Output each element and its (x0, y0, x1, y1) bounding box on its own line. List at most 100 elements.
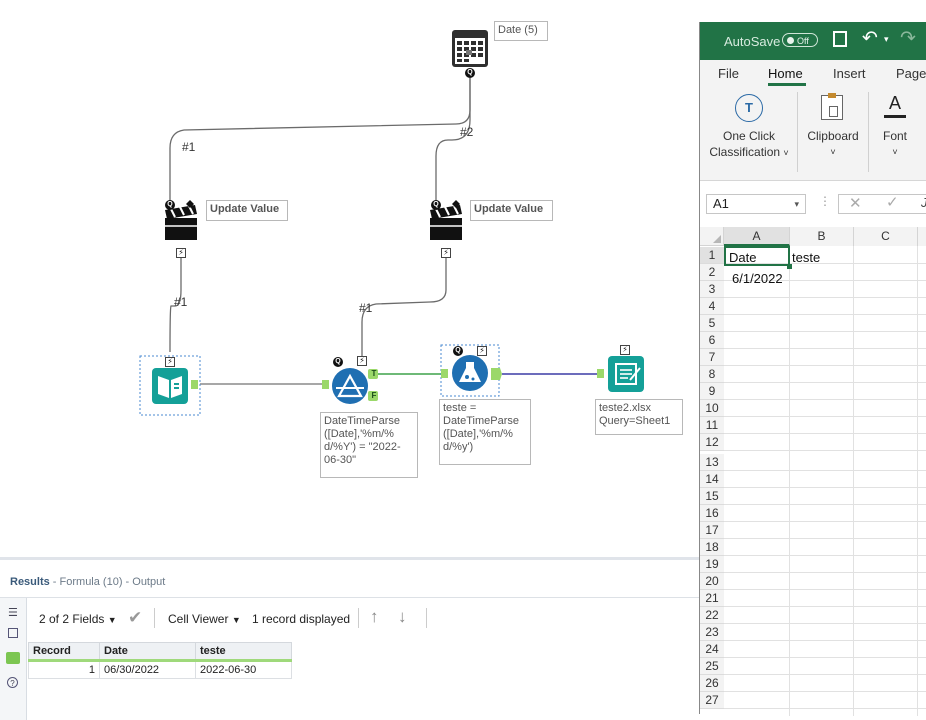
redo-icon[interactable]: ↷ (900, 28, 916, 49)
chevron-down-icon: ˅ (892, 147, 898, 157)
row-header[interactable]: 11 (700, 417, 724, 434)
select-all-corner[interactable] (700, 227, 724, 246)
column-header-record[interactable]: Record (28, 642, 100, 662)
row-header[interactable]: 10 (700, 400, 724, 417)
row-gridline (724, 399, 926, 400)
row-header[interactable]: 14 (700, 471, 724, 488)
input-data-tool[interactable] (139, 355, 201, 416)
arrow-up-icon[interactable]: ↑ (370, 607, 379, 626)
row-header[interactable]: 18 (700, 539, 724, 556)
column-header-b[interactable]: B (790, 227, 854, 246)
checkmark-icon[interactable]: ✔ (128, 608, 143, 627)
row-header[interactable]: 8 (700, 366, 724, 383)
row-header[interactable]: 21 (700, 590, 724, 607)
row-header[interactable]: 9 (700, 383, 724, 400)
chevron-down-icon[interactable]: ▾ (884, 34, 889, 44)
list-view-icon[interactable]: ☰ (8, 607, 18, 619)
arrow-down-icon[interactable]: ↓ (398, 607, 407, 626)
autosave-toggle[interactable]: Off (782, 33, 818, 47)
question-anchor-icon[interactable]: Q (333, 357, 343, 367)
clipboard-button[interactable]: Clipboard ˅ (802, 128, 864, 160)
row-header[interactable]: 25 (700, 658, 724, 675)
question-anchor-icon[interactable]: Q (465, 68, 475, 78)
help-icon[interactable]: ? (7, 677, 18, 688)
save-icon[interactable] (833, 31, 847, 47)
row-header[interactable]: 1 (700, 247, 724, 264)
cell-a1[interactable]: Date (729, 250, 757, 265)
row-header[interactable]: 15 (700, 488, 724, 505)
column-header-c[interactable]: C (854, 227, 918, 246)
row-header[interactable]: 23 (700, 624, 724, 641)
row-gridline (724, 691, 926, 692)
date-cell[interactable]: 06/30/2022 (99, 660, 196, 679)
row-header[interactable]: 12 (700, 434, 724, 451)
lightning-anchor-icon[interactable]: ⚡ (176, 248, 186, 258)
name-box[interactable]: A1 ▾ (706, 194, 806, 214)
teste-cell[interactable]: 2022-06-30 (195, 660, 292, 679)
function-icon[interactable]: J (921, 195, 926, 210)
row-header[interactable]: 7 (700, 349, 724, 366)
data-view-icon[interactable] (6, 652, 20, 664)
lightning-anchor-icon[interactable]: ⚡ (620, 345, 630, 355)
font-color-icon[interactable]: A (884, 92, 906, 118)
lightning-anchor-icon[interactable]: ⚡ (441, 248, 451, 258)
cell-b1[interactable]: teste (792, 250, 821, 265)
filter-tool[interactable] (322, 368, 378, 404)
chevron-down-icon: ▼ (107, 615, 117, 625)
tab-page[interactable]: Page (896, 66, 926, 81)
row-gridline (724, 640, 926, 641)
formula-tool[interactable] (440, 344, 502, 397)
lightning-anchor-icon[interactable]: ⚡ (165, 357, 175, 367)
cell-a2[interactable]: 6/1/2022 (732, 271, 783, 286)
row-header[interactable]: 4 (700, 298, 724, 315)
column-header-a[interactable]: A (724, 227, 790, 246)
undo-icon[interactable]: ↶ (862, 28, 878, 49)
enter-icon[interactable]: ✓ (886, 194, 899, 211)
tab-file[interactable]: File (718, 66, 739, 81)
filter-true-anchor[interactable]: T (371, 369, 377, 378)
update-value-2-tool[interactable] (430, 200, 462, 240)
tab-insert[interactable]: Insert (833, 66, 866, 81)
question-anchor-icon[interactable]: Q (431, 200, 441, 210)
column-header-teste[interactable]: teste (195, 642, 292, 662)
classification-icon[interactable]: T (735, 94, 763, 122)
row-header[interactable]: 19 (700, 556, 724, 573)
font-button[interactable]: Font ˅ (872, 128, 918, 160)
workflow-canvas[interactable]: Q Q Q Q Q ⚡ ⚡ ⚡ ⚡ ⚡ ⚡ T F #1 #2 #1 #1 Da… (0, 0, 700, 557)
row-header[interactable]: 24 (700, 641, 724, 658)
cell-viewer-selector[interactable]: Cell Viewer ▼ (168, 612, 241, 626)
row-header[interactable]: 13 (700, 454, 724, 471)
row-header[interactable]: 5 (700, 315, 724, 332)
row-header[interactable]: 3 (700, 281, 724, 298)
active-cell-a1[interactable] (724, 246, 790, 266)
row-gridline (724, 382, 926, 383)
question-anchor-icon[interactable]: Q (165, 200, 175, 210)
row-header[interactable]: 6 (700, 332, 724, 349)
lightning-anchor-icon[interactable]: ⚡ (357, 356, 367, 366)
lightning-anchor-icon[interactable]: ⚡ (477, 346, 487, 356)
question-anchor-icon[interactable]: Q (453, 346, 463, 356)
more-options-icon[interactable]: ⋮ (819, 194, 831, 208)
row-header[interactable]: 16 (700, 505, 724, 522)
record-cell[interactable]: 1 (28, 660, 100, 679)
filter-false-anchor[interactable]: F (371, 391, 377, 400)
table-row[interactable]: 1 06/30/2022 2022-06-30 (28, 660, 292, 679)
date-tool[interactable] (452, 30, 488, 67)
one-click-classification-button[interactable]: One Click Classification ˅ (709, 129, 789, 159)
row-header[interactable]: 2 (700, 264, 724, 281)
row-header[interactable]: 20 (700, 573, 724, 590)
cancel-icon[interactable]: ✕ (849, 195, 862, 212)
clipboard-icon[interactable] (821, 93, 843, 120)
fields-selector[interactable]: 2 of 2 Fields ▼ (39, 612, 117, 626)
row-header[interactable]: 27 (700, 692, 724, 709)
row-header[interactable]: 17 (700, 522, 724, 539)
row-gridline (724, 433, 926, 434)
output-data-tool[interactable] (597, 356, 644, 392)
tab-home[interactable]: Home (768, 66, 803, 81)
row-header[interactable]: 26 (700, 675, 724, 692)
update-value-1-tool[interactable] (165, 200, 197, 240)
row-header[interactable]: 22 (700, 607, 724, 624)
table-view-icon[interactable] (8, 628, 18, 638)
column-header-date[interactable]: Date (99, 642, 196, 662)
